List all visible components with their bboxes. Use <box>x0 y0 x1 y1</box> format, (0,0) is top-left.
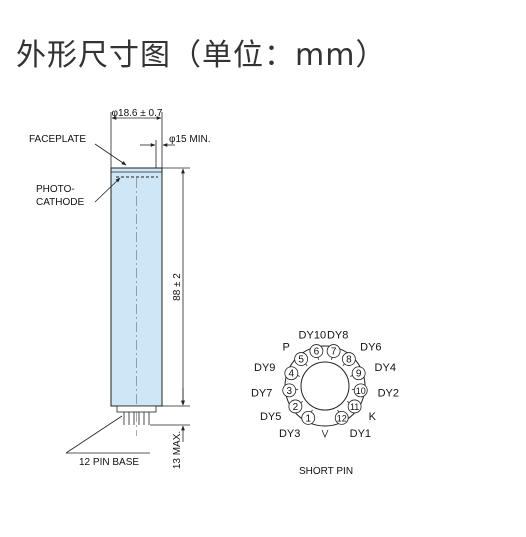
pin-number-12: 12 <box>337 413 347 423</box>
length-label: 88 ± 2 <box>172 273 183 301</box>
faceplate-leader <box>94 143 127 166</box>
pin-circle-7 <box>326 344 341 358</box>
base-pins <box>123 412 150 425</box>
pin-name-7: DY8 <box>327 330 348 342</box>
pin-name-5: P <box>283 341 290 353</box>
pin-circle-12 <box>334 410 349 425</box>
pin-lead-12 <box>337 409 340 413</box>
pin-name-3: DY7 <box>251 387 272 399</box>
pin-circle-11 <box>347 399 362 414</box>
faceplate-label: FACEPLATE <box>29 134 86 145</box>
pin-number-6: 6 <box>314 347 320 358</box>
pin-circle-1 <box>301 410 316 425</box>
pin-lead-1 <box>310 409 313 413</box>
pin-number-3: 3 <box>286 386 292 397</box>
pin-name-9: DY4 <box>375 362 396 374</box>
pin-lead-9 <box>350 375 353 377</box>
pin-number-5: 5 <box>298 355 304 366</box>
pin-number-4: 4 <box>289 369 295 380</box>
pin-base-leader <box>65 415 123 454</box>
pin-length-label: 13 MAX. <box>172 431 183 469</box>
pin-circle-5 <box>294 352 309 366</box>
pin-name-11: K <box>369 411 377 423</box>
page-title: 外形尺寸图（单位：mm） <box>16 38 387 73</box>
pin-number-1: 1 <box>305 413 311 424</box>
pin-circle-8 <box>341 352 356 366</box>
pin-circle-2 <box>288 399 303 414</box>
pin-lead-7 <box>331 357 333 360</box>
photocathode-leader <box>94 177 121 203</box>
outer-diameter-label: φ18.6 ± 0.7 <box>112 108 163 119</box>
pin-lead-11 <box>346 401 350 404</box>
pin-name-12: DY1 <box>350 428 371 440</box>
pin-name-1: DY3 <box>279 428 300 440</box>
pin-name-8: DY6 <box>360 341 381 353</box>
pin-name-4: DY9 <box>254 362 275 374</box>
photocathode-label-1: PHOTO- <box>36 184 75 195</box>
pin-circle-6 <box>309 344 324 358</box>
pin-number-7: 7 <box>331 347 337 358</box>
pin-number-9: 9 <box>356 369 362 380</box>
short-pin-label: SHORT PIN <box>299 466 353 477</box>
pin-number-8: 8 <box>346 355 352 366</box>
pin-circle-4 <box>284 366 299 381</box>
pin-name-2: DY5 <box>260 411 281 423</box>
pin-lead-8 <box>342 363 345 367</box>
pin-number-11: 11 <box>350 402 359 412</box>
pin-circle-9 <box>351 366 366 381</box>
pin-lead-6 <box>317 357 319 360</box>
tube-side-view: φ18.6 ± 0.7 φ15 MIN. FACEPLATE PHOTO- CA… <box>29 108 211 469</box>
base-inner-circle <box>300 361 350 411</box>
tube-base <box>116 405 157 413</box>
pin-circle-10 <box>353 383 368 398</box>
pin-base-label: 12 PIN BASE <box>79 457 139 468</box>
pin-name-6: DY10 <box>299 330 327 342</box>
window-diameter-label: φ15 MIN. <box>169 134 211 145</box>
short-pin-marker <box>321 429 329 439</box>
pin-circle-3 <box>282 383 297 398</box>
pin-number-10: 10 <box>356 386 366 396</box>
photocathode-label-2: CATHODE <box>36 197 84 208</box>
pin-lead-4 <box>297 375 300 377</box>
pin-lead-5 <box>305 363 308 367</box>
pin-number-2: 2 <box>293 402 299 413</box>
pin-lead-2 <box>300 401 304 404</box>
pin-name-10: DY2 <box>378 387 399 399</box>
